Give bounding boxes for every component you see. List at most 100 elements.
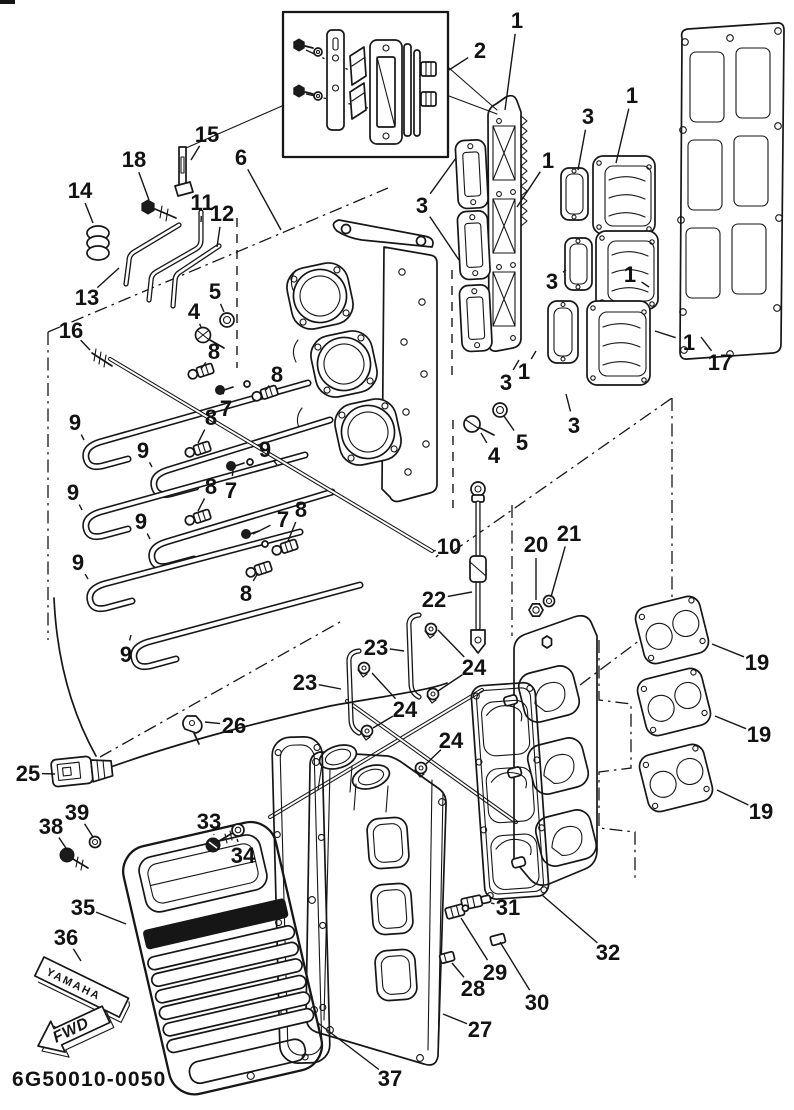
leader-line: [700, 336, 713, 352]
callout-24-49: 24: [425, 728, 464, 765]
callout-10-41: 10: [433, 534, 461, 559]
callout-23-46: 23: [364, 635, 405, 660]
callout-label-14: 14: [68, 178, 93, 203]
leader-line: [577, 129, 587, 171]
callout-33-57: 33: [197, 809, 221, 836]
callout-label-9: 9: [120, 642, 132, 667]
leader-line: [247, 168, 282, 231]
callout-label-13: 13: [75, 285, 99, 310]
callout-label-35: 35: [71, 895, 95, 920]
leader-line: [451, 962, 465, 978]
callout-1-9: 1: [654, 330, 695, 355]
callout-14-17: 14: [68, 178, 94, 224]
fitting-28-icon: [438, 950, 456, 965]
callout-32-63: 32: [541, 894, 620, 965]
callout-3-5: 3: [416, 157, 460, 261]
callout-label-28: 28: [461, 976, 485, 1001]
callout-31-62: 31: [490, 895, 520, 920]
inset-bolt-icon: [293, 38, 314, 98]
callout-label-3: 3: [500, 370, 512, 395]
washer-39-icon: [88, 835, 102, 849]
leader-line: [80, 339, 91, 351]
inset-reed-petals: [349, 46, 367, 120]
leader-line: [95, 911, 127, 925]
silencer-case-27: [305, 744, 447, 1066]
reed-seat-strip: [487, 94, 528, 352]
leader-line: [252, 572, 259, 582]
callout-9-29: 9: [69, 410, 85, 441]
leader-line: [317, 1022, 380, 1071]
leader-line: [197, 429, 206, 444]
callout-6-18: 6: [235, 145, 282, 231]
callout-24-47: 24: [437, 629, 487, 692]
leader-line: [146, 533, 151, 540]
callout-label-6: 6: [235, 145, 247, 170]
fuel-pipes-11-12-13: [123, 209, 222, 309]
callout-label-8: 8: [205, 474, 217, 499]
callout-3-7: 3: [546, 269, 567, 294]
callout-label-9: 9: [69, 410, 81, 435]
leader-line: [190, 145, 201, 161]
callout-label-19: 19: [747, 722, 771, 747]
callout-4-23: 4: [188, 299, 202, 328]
callout-label-9: 9: [67, 480, 79, 505]
callout-label-2: 2: [474, 38, 486, 63]
silencer-cover-35: [122, 820, 324, 1096]
callout-20-43: 20: [524, 532, 548, 600]
grommet-14-icon: [86, 225, 110, 261]
leader-line: [429, 157, 457, 195]
callout-19-52: 19: [716, 789, 773, 824]
callout-19-50: 19: [711, 643, 769, 675]
callout-26-53: 26: [204, 713, 246, 738]
long-link-rods: [268, 688, 518, 824]
scan-mark: [0, 0, 15, 4]
callout-label-24: 24: [462, 655, 487, 680]
callout-label-20: 20: [524, 532, 548, 557]
callout-label-7: 7: [225, 478, 237, 503]
leader-line: [437, 629, 465, 658]
callout-3-11: 3: [500, 359, 520, 395]
callout-34-58: 34: [231, 838, 256, 868]
leader-line: [198, 323, 202, 328]
leader-line: [615, 108, 630, 164]
leader-line: [197, 498, 206, 512]
callout-38-56: 38: [39, 814, 69, 852]
callout-39-55: 39: [65, 800, 94, 838]
callout-label-32: 32: [596, 940, 620, 965]
callout-5-13: 5: [503, 415, 528, 455]
gasket-32: [470, 681, 550, 900]
callout-9-38: 9: [72, 550, 89, 580]
callout-36-60: 36: [54, 925, 82, 962]
callout-label-7: 7: [277, 507, 289, 532]
callout-label-9: 9: [135, 509, 147, 534]
callout-28-65: 28: [451, 962, 485, 1001]
pipe-fittings-8: [184, 362, 299, 578]
leader-line: [490, 902, 495, 905]
leader-line: [84, 202, 94, 224]
leader-line: [541, 894, 598, 944]
callout-label-23: 23: [364, 635, 388, 660]
reed-block-column: [586, 155, 659, 386]
inset-washer-icon: [313, 47, 323, 101]
callout-23-45: 23: [293, 670, 342, 695]
callout-label-26: 26: [222, 713, 246, 738]
gasket-frame-column: [454, 139, 493, 353]
callout-18-16: 18: [122, 147, 150, 201]
callout-label-38: 38: [39, 814, 63, 839]
leader-line: [448, 57, 469, 71]
callout-label-9: 9: [72, 550, 84, 575]
leader-line: [78, 504, 83, 511]
callout-label-1: 1: [626, 83, 638, 108]
callout-8-32: 8: [197, 474, 217, 512]
leader-line: [437, 674, 463, 692]
callout-2-1: 2: [448, 38, 486, 71]
callout-label-24: 24: [393, 697, 418, 722]
small-gasket-column: [547, 167, 593, 364]
bolt-4-washer-5-upper: [194, 312, 235, 349]
callout-label-5: 5: [209, 279, 221, 304]
fwd-label: FWD: [50, 1015, 92, 1047]
callout-label-23: 23: [293, 670, 317, 695]
leader-line: [84, 573, 89, 580]
